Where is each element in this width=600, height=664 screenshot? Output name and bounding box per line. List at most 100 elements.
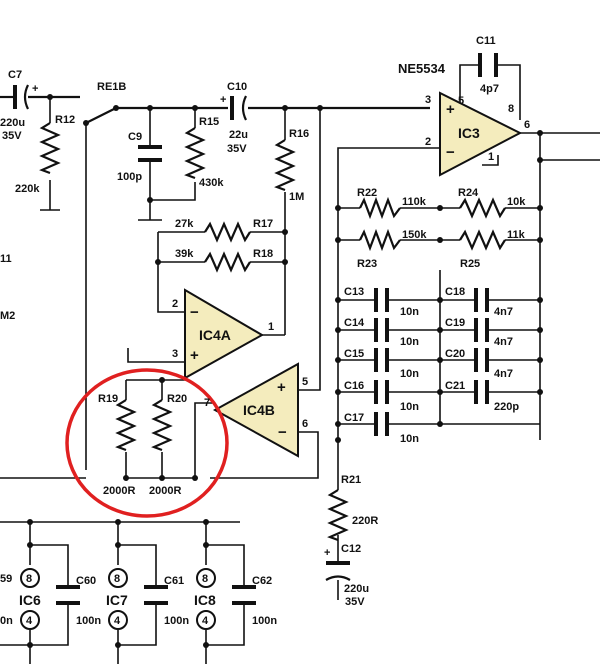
label-r18-value: 39k: [175, 248, 194, 260]
label-ic7: IC7: [106, 592, 128, 608]
label-c10: C10: [227, 81, 247, 93]
label-ic3: IC3: [458, 125, 480, 141]
sym-c7-plus: +: [32, 83, 38, 95]
sym-c10-plus: +: [220, 94, 226, 106]
label-r12-value: 220k: [15, 183, 40, 195]
label-r16-value: 1M: [289, 191, 304, 203]
opamp-ic4a: [184, 288, 265, 380]
label-c18: C18: [445, 286, 465, 298]
pin-ic3-8: 8: [508, 103, 514, 115]
resistor-r19: [115, 399, 137, 452]
label-ic4a: IC4A: [199, 327, 231, 343]
label-c21-value: 220p: [494, 401, 519, 413]
pin-ic4a-3: 3: [172, 348, 178, 360]
label-r21-value: 220R: [352, 515, 378, 527]
pin-ic3-6: 6: [524, 119, 530, 131]
pin-ic3-5: 5: [458, 95, 464, 107]
label-c13: C13: [344, 286, 364, 298]
wires: [0, 64, 600, 664]
label-c60: C60: [76, 575, 96, 587]
label-c11: C11: [476, 35, 496, 47]
label-c9-value: 100p: [117, 171, 142, 183]
pin-ic6-8: 8: [26, 573, 32, 585]
label-c10-rating: 35V: [227, 143, 247, 155]
sym-ic4a-minus: −: [190, 304, 199, 321]
resistor-r23: [359, 228, 401, 252]
label-r20-value: 2000R: [149, 485, 181, 497]
label-c7: C7: [8, 69, 22, 81]
label-c10-value: 22u: [229, 129, 248, 141]
label-c21: C21: [445, 380, 465, 392]
pin-ic7-4: 4: [114, 615, 121, 627]
pin-ic3-2: 2: [425, 136, 431, 148]
label-c62: C62: [252, 575, 272, 587]
resistor-r20: [151, 399, 173, 452]
pin-ic3-3: 3: [425, 94, 431, 106]
label-59: 59: [0, 573, 12, 585]
label-c20-value: 4n7: [494, 368, 513, 380]
resistor-r12: [39, 122, 61, 175]
label-r20: R20: [167, 393, 187, 405]
label-c20: C20: [445, 348, 465, 360]
pin-ic8-4: 4: [202, 615, 209, 627]
resistor-r22: [359, 196, 401, 220]
label-c15: C15: [344, 348, 364, 360]
label-r22-value: 110k: [402, 196, 427, 208]
resistors: [39, 122, 506, 542]
sym-ic4b-plus: +: [277, 379, 286, 396]
label-r21: R21: [341, 474, 361, 486]
label-r24: R24: [458, 187, 479, 199]
label-c17: C17: [344, 412, 364, 424]
pin-ic3-1: 1: [488, 151, 494, 163]
label-c12: C12: [341, 543, 361, 555]
label-c17-value: 10n: [400, 433, 419, 445]
sym-ic4b-minus: −: [278, 424, 287, 441]
label-r24-value: 10k: [507, 196, 526, 208]
sym-ic3-plus: +: [446, 101, 455, 118]
text-labels: C7 220u 35V RE1B R12 220k C9 100p R15 43…: [0, 35, 530, 627]
label-r17: R17: [253, 218, 273, 230]
label-r15: R15: [199, 116, 219, 128]
label-c14-value: 10n: [400, 336, 419, 348]
resistor-r18: [204, 251, 251, 273]
label-c12-value: 220u: [344, 583, 369, 595]
label-r16: R16: [289, 128, 309, 140]
resistor-r21: [327, 489, 349, 542]
label-c61-value: 100n: [164, 615, 189, 627]
label-c60-value: 100n: [76, 615, 101, 627]
pin-ic4b-6: 6: [302, 418, 308, 430]
pin-ic4a-2: 2: [172, 298, 178, 310]
sym-ic4a-plus: +: [190, 347, 199, 364]
label-m2: M2: [0, 310, 15, 322]
pin-ic4b-5: 5: [302, 376, 308, 388]
label-ne5534: NE5534: [398, 61, 446, 76]
resistor-r15: [184, 127, 206, 180]
sym-ic3-minus: −: [446, 144, 455, 161]
label-r25-value: 11k: [507, 229, 526, 241]
opamp-ic3: [439, 91, 523, 177]
resistor-r25: [459, 229, 506, 251]
label-ic8: IC8: [194, 592, 216, 608]
label-c15-value: 10n: [400, 368, 419, 380]
label-r18: R18: [253, 248, 273, 260]
pin-ic6-4: 4: [26, 615, 33, 627]
highlight-circle: [65, 368, 229, 518]
resistor-r17: [204, 221, 251, 243]
resistor-r16: [274, 139, 296, 192]
capacitors: [13, 53, 498, 605]
label-r23: R23: [357, 258, 377, 270]
label-c14: C14: [344, 317, 365, 329]
label-r19-value: 2000R: [103, 485, 135, 497]
label-c16-value: 10n: [400, 401, 419, 413]
label-c11-value: 4p7: [480, 83, 499, 95]
label-ic6: IC6: [19, 592, 41, 608]
label-c18-value: 4n7: [494, 306, 513, 318]
label-c19-value: 4n7: [494, 336, 513, 348]
label-r17-value: 27k: [175, 218, 194, 230]
label-c62-value: 100n: [252, 615, 277, 627]
pin-ic7-8: 8: [114, 573, 120, 585]
pin-ic4b-7: 7: [204, 397, 210, 409]
opamp-ic4b: [212, 362, 299, 458]
label-r15-value: 430k: [199, 177, 224, 189]
